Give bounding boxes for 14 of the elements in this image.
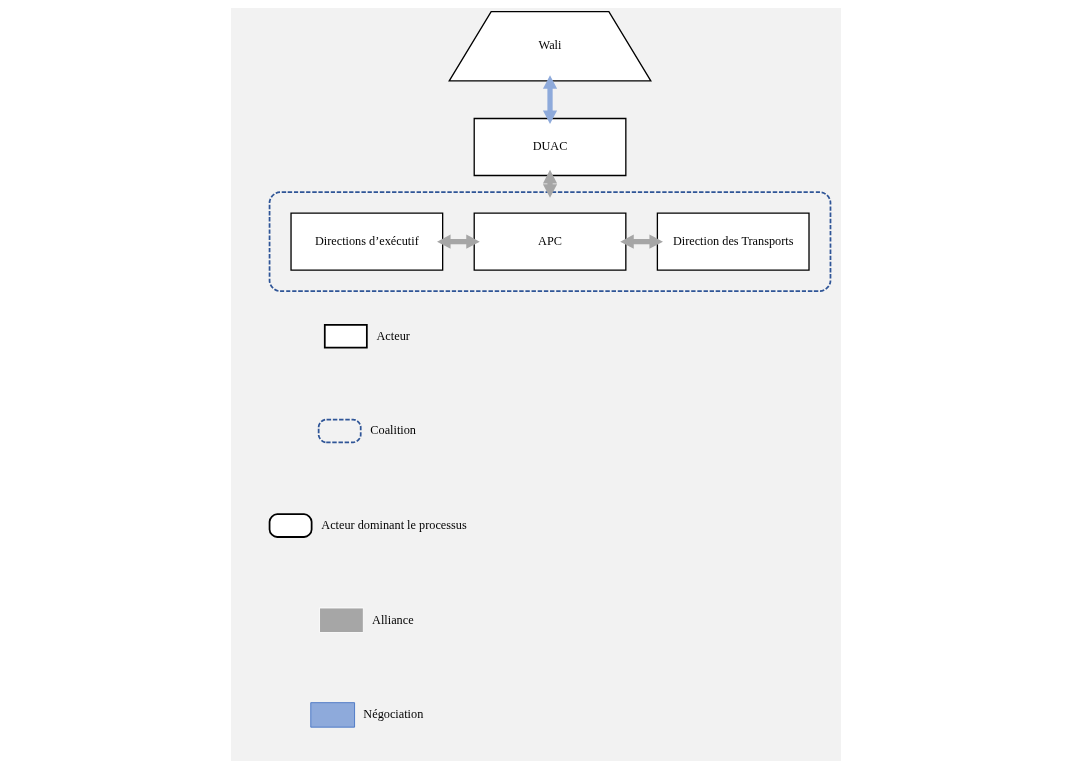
node-box: Directions d’exécutif — [290, 212, 444, 271]
node-box: DUAC — [473, 117, 627, 177]
arrow — [620, 234, 663, 249]
node-box: APC — [473, 212, 627, 271]
legend-label: Négociation — [363, 707, 424, 722]
arrow — [542, 75, 558, 125]
legend-label: Coalition — [370, 423, 417, 438]
legend-label: Alliance — [372, 612, 414, 627]
node-box: Direction des Transports — [656, 212, 810, 271]
cluster — [268, 191, 832, 293]
arrow — [542, 169, 558, 198]
arrow — [437, 234, 480, 249]
legend-label: Acteur — [376, 328, 410, 343]
legend-label: Acteur dominant le processus — [321, 517, 467, 532]
